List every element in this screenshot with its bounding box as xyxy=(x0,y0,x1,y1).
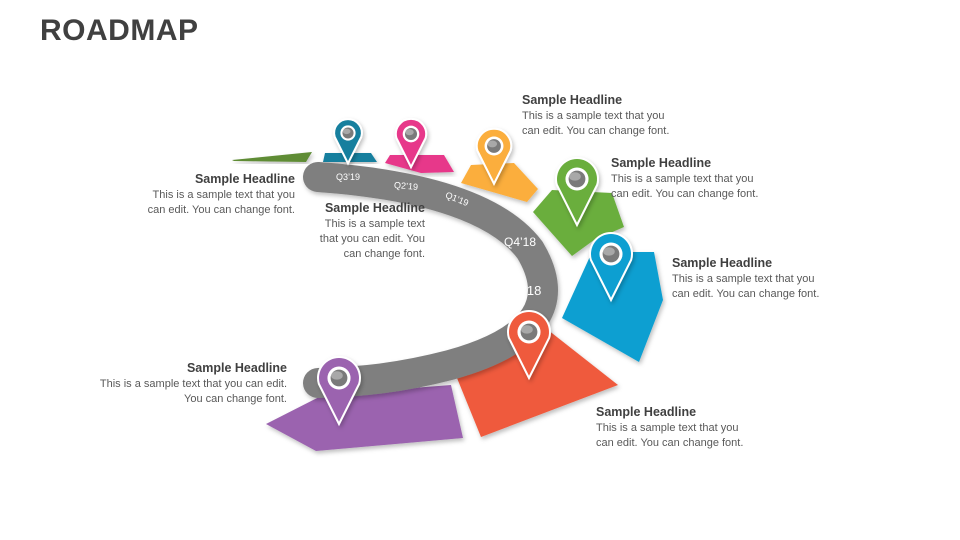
callout-q3-19: Sample Headline This is a sample text th… xyxy=(135,171,295,218)
ribbon-segment-q1-18 xyxy=(266,385,463,451)
callout-text: This is a sample text that you can edit.… xyxy=(319,218,425,260)
roadmap-start-stripe xyxy=(232,152,312,162)
road-label-q1-18: Q1’18 xyxy=(365,345,401,364)
callout-headline: Sample Headline xyxy=(672,256,773,270)
roadmap-road xyxy=(303,162,558,398)
callout-text: This is a sample text that you can edit.… xyxy=(596,422,744,449)
callout-headline: Sample Headline xyxy=(522,93,623,107)
callout-text: This is a sample text that you can edit.… xyxy=(99,378,287,405)
callout-q2-18: Sample Headline This is a sample text th… xyxy=(596,404,756,451)
callout-text: This is a sample text that you can edit.… xyxy=(522,110,670,137)
ribbon-segment-q3-18 xyxy=(562,252,663,362)
callout-headline: Sample Headline xyxy=(324,201,425,215)
road-label-q3-18: Q3’18 xyxy=(507,283,542,298)
callout-q3-18: Sample Headline This is a sample text th… xyxy=(672,255,832,302)
callout-text: This is a sample text that you can edit.… xyxy=(672,273,820,300)
callout-q1-19: Sample Headline This is a sample text th… xyxy=(522,92,682,139)
callout-center: Sample Headline This is a sample text th… xyxy=(305,200,425,262)
location-pin-icon-q3-18 xyxy=(589,232,633,303)
ribbon-segment-q2-19 xyxy=(385,155,454,173)
road-label-q3-19: Q3’19 xyxy=(336,172,360,182)
slide-title: ROADMAP xyxy=(40,14,199,47)
road-label-q4-18: Q4’18 xyxy=(504,235,536,249)
callout-headline: Sample Headline xyxy=(596,405,697,419)
location-pin-icon-q1-18 xyxy=(317,356,361,427)
callout-q4-18: Sample Headline This is a sample text th… xyxy=(611,155,771,202)
ribbon-segment-q2-18 xyxy=(457,330,618,437)
callout-headline: Sample Headline xyxy=(611,156,712,170)
location-pin-icon-q4-18 xyxy=(555,157,599,228)
callout-text: This is a sample text that you can edit.… xyxy=(611,173,759,200)
road-label-q2-18: Q2’18 xyxy=(436,319,473,341)
location-pin-icon-q2-18 xyxy=(507,310,551,381)
location-pin-icon-q2-19 xyxy=(394,117,428,170)
road-label-q2-19: Q2’19 xyxy=(394,180,419,192)
location-pin-icon-q1-19 xyxy=(475,127,513,186)
callout-q1-18: Sample Headline This is a sample text th… xyxy=(97,360,287,407)
callout-headline: Sample Headline xyxy=(194,172,295,186)
ribbon-segment-q1-19 xyxy=(461,163,538,202)
location-pin-icon-q3-19 xyxy=(333,118,363,166)
callout-text: This is a sample text that you can edit.… xyxy=(147,189,295,216)
callout-headline: Sample Headline xyxy=(186,361,287,375)
